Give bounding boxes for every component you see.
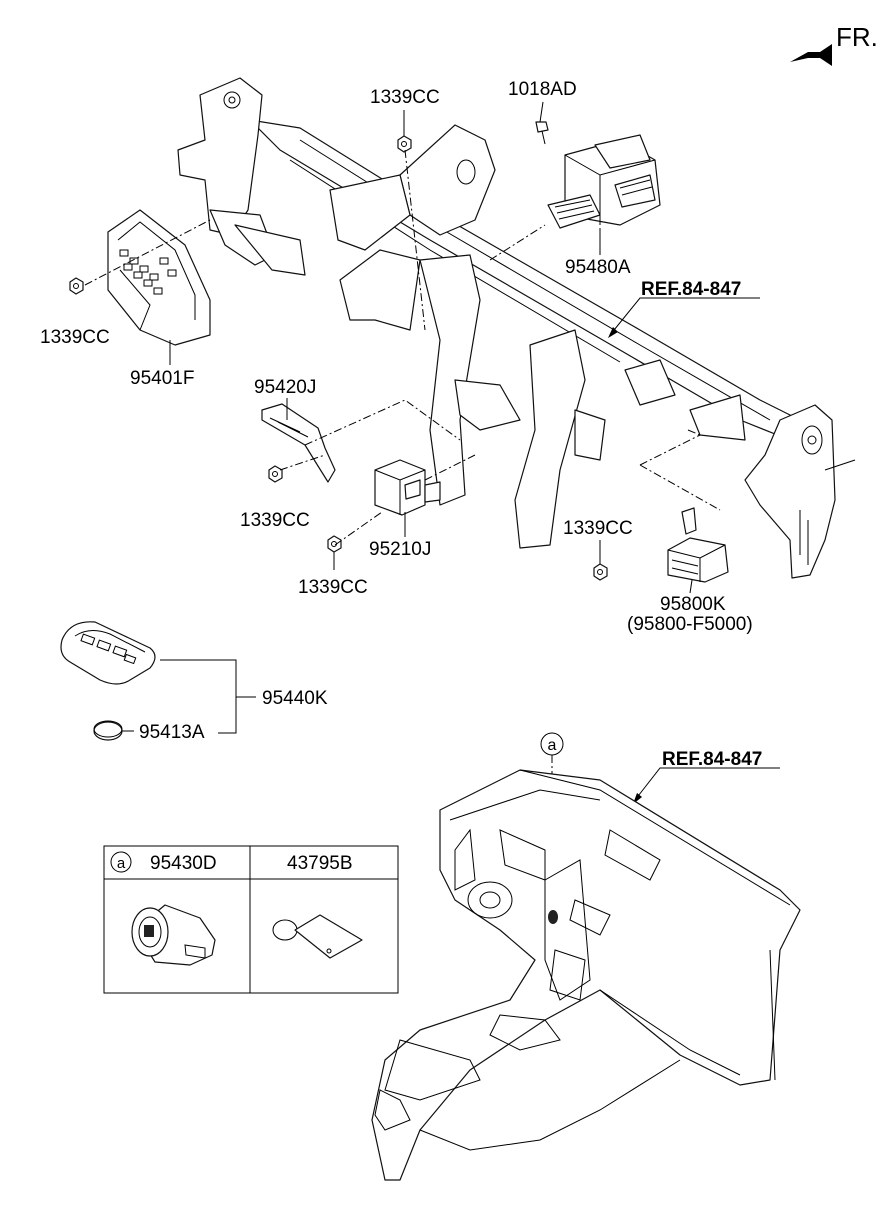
cowl-cross-bar-illustration <box>177 77 856 579</box>
sub-parts-table: a 95430D 43795B <box>103 845 399 994</box>
label-1339cc-top: 1339CC <box>370 87 440 108</box>
nut-1339cc-right-icon <box>593 563 608 581</box>
nut-1339cc-left-icon <box>69 277 84 295</box>
label-1339cc-mid: 1339CC <box>240 510 310 531</box>
label-95800k: 95800K <box>660 594 726 615</box>
label-ref-bottom: REF.84-847 <box>662 749 762 770</box>
callout-a-label: a <box>548 737 557 754</box>
table-col2-header: 43795B <box>287 853 353 874</box>
label-1339cc-low: 1339CC <box>298 577 368 598</box>
nut-1339cc-top-icon <box>397 135 412 153</box>
antenna-tag-illustration <box>272 914 363 959</box>
label-95440k: 95440K <box>262 688 328 709</box>
label-95420j: 95420J <box>254 377 316 398</box>
nut-1339cc-mid-icon <box>268 465 283 483</box>
front-direction-label: FR. <box>836 22 878 52</box>
label-95800k-alt: (95800-F5000) <box>627 614 753 635</box>
bracket-95420j-illustration <box>261 403 336 483</box>
nut-1339cc-low-icon <box>327 535 342 553</box>
label-ref-top: REF.84-847 <box>641 279 741 300</box>
leader-lines <box>122 101 780 920</box>
smart-key-fob-illustration <box>60 621 156 685</box>
label-1018ad: 1018AD <box>508 79 577 100</box>
alignment-lines <box>84 149 721 546</box>
coin-battery-icon <box>93 720 123 741</box>
label-95210j: 95210J <box>369 539 431 560</box>
table-marker-label: a <box>117 855 126 872</box>
table-col1-header: 95430D <box>150 853 217 874</box>
module-95210j-illustration <box>374 459 441 516</box>
table-marker-circle <box>110 851 132 873</box>
label-1339cc-right: 1339CC <box>563 518 633 539</box>
label-95413a: 95413A <box>139 722 205 743</box>
label-1339cc-left: 1339CC <box>40 327 110 348</box>
label-95480a: 95480A <box>565 257 631 278</box>
start-stop-switch-illustration <box>131 904 216 966</box>
bolt-1018ad-icon <box>535 121 549 145</box>
module-95800k-illustration <box>667 507 729 583</box>
callout-a-marker: a <box>540 732 564 756</box>
module-95480a-illustration <box>547 134 661 229</box>
dashboard-console-illustration <box>371 769 801 1181</box>
front-direction-arrow-icon <box>790 44 832 66</box>
junction-box-95401f-illustration <box>107 209 211 346</box>
label-95401f: 95401F <box>130 368 194 389</box>
